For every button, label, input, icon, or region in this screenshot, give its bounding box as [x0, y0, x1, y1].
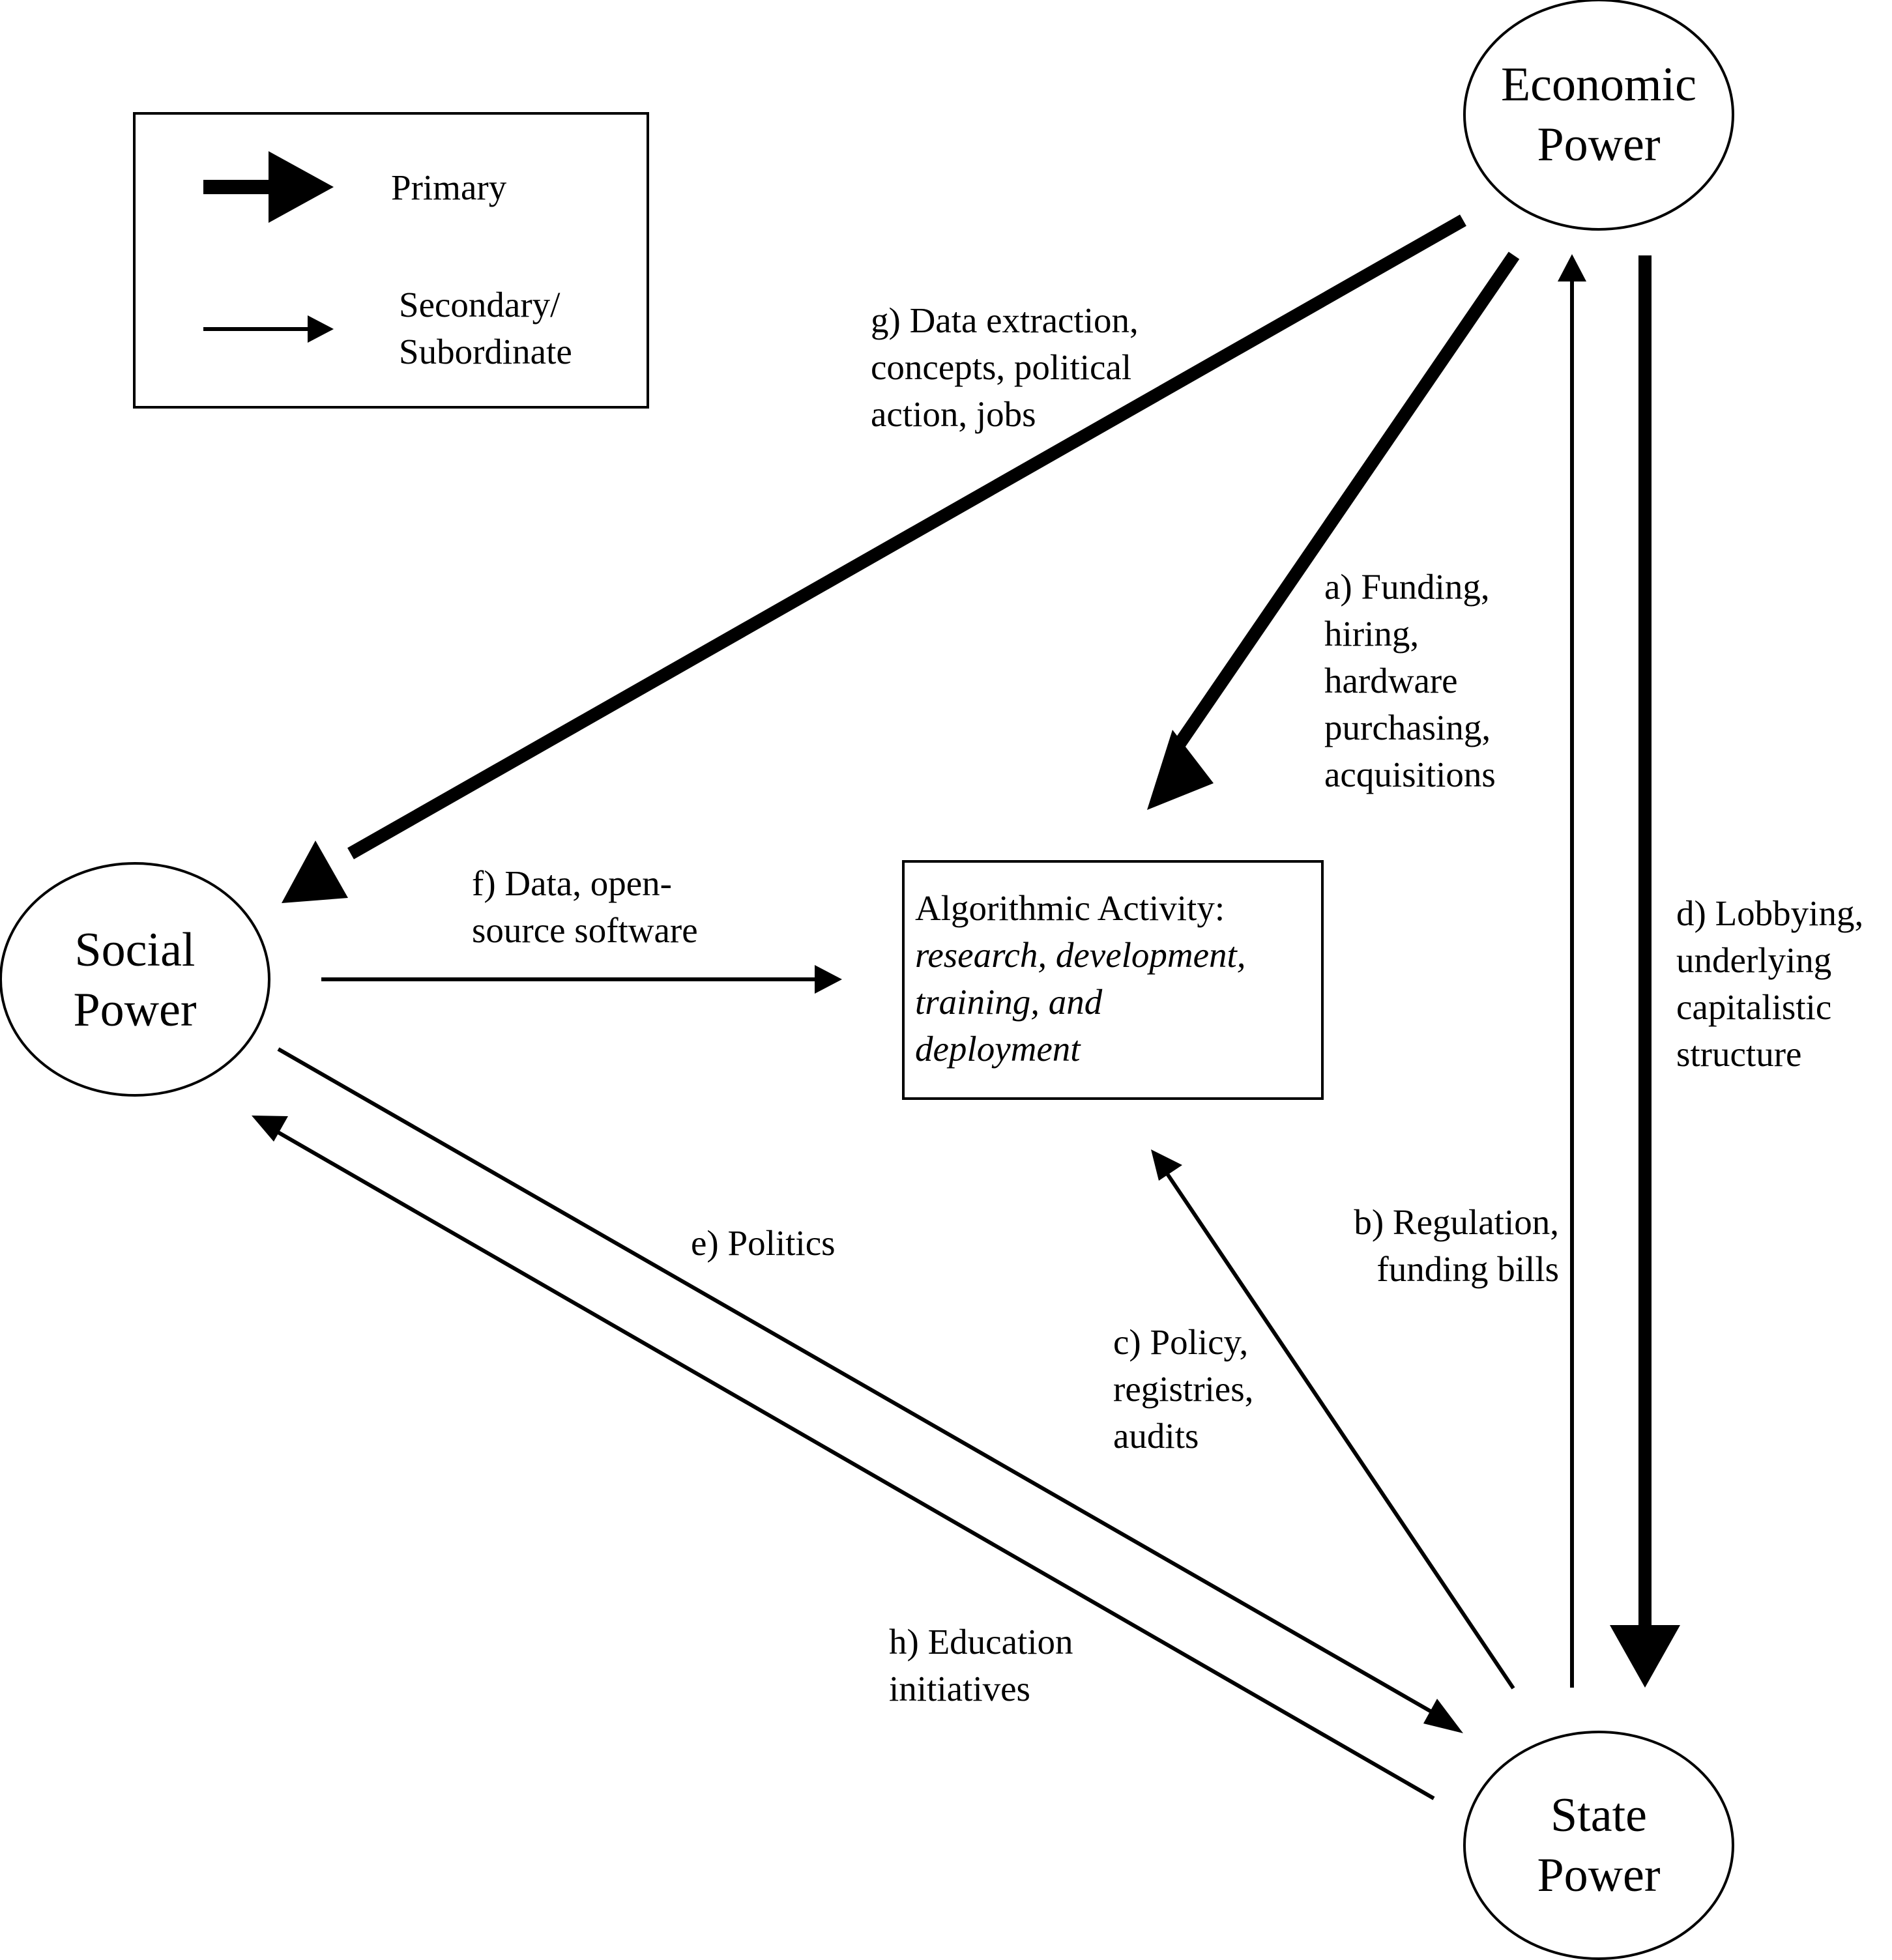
edge-h-label: h) Education initiatives	[889, 1622, 1073, 1708]
edge-d-arrowhead	[1610, 1625, 1680, 1688]
edge-b-label: b) Regulation, funding bills	[1354, 1202, 1559, 1289]
edge-e-shaft	[277, 1047, 1443, 1720]
edge-c-arrowhead	[1151, 1149, 1182, 1181]
algorithmic-activity-box	[902, 860, 1324, 1100]
edge-c-shaft	[1165, 1172, 1515, 1690]
edge-state-to-economic-arrowhead	[1558, 254, 1586, 281]
edge-g-label: g) Data extraction, concepts, political …	[871, 300, 1139, 434]
edge-d-label: d) Lobbying, underlying capitalistic str…	[1676, 893, 1864, 1074]
legend-secondary-arrow-head	[308, 315, 334, 343]
edge-g-arrowhead	[282, 841, 348, 903]
economic-power-label: Economic Power	[1500, 58, 1696, 171]
social-power-node	[0, 862, 270, 1097]
state-power-label: State Power	[1537, 1789, 1661, 1902]
legend-primary-arrow-head	[269, 151, 334, 223]
edge-h-arrowhead	[252, 1116, 288, 1142]
algorithmic-activity-subtitle: research, development, training, and dep…	[915, 935, 1246, 1069]
legend-secondary-label: Secondary/ Subordinate	[399, 285, 572, 371]
legend-box	[133, 112, 649, 409]
edge-a-arrowhead	[1147, 730, 1214, 810]
edge-a-label: a) Funding, hiring, hardware purchasing,…	[1324, 567, 1496, 794]
edge-h-shaft	[274, 1129, 1435, 1800]
state-power-node	[1463, 1731, 1734, 1960]
edge-e-label: e) Politics	[691, 1223, 836, 1263]
edge-c-label: c) Policy, registries, audits	[1113, 1322, 1254, 1456]
edge-e-arrowhead	[1423, 1699, 1463, 1733]
edge-g-shaft	[347, 214, 1466, 859]
legend-primary-label: Primary	[391, 167, 507, 207]
algorithmic-activity-title: Algorithmic Activity:	[915, 888, 1225, 928]
economic-power-node	[1463, 0, 1734, 231]
edge-f-arrowhead	[815, 965, 842, 994]
social-power-label: Social Power	[73, 923, 197, 1037]
edge-f-label: f) Data, open- source software	[472, 863, 698, 950]
edge-a-shaft	[1170, 252, 1520, 753]
